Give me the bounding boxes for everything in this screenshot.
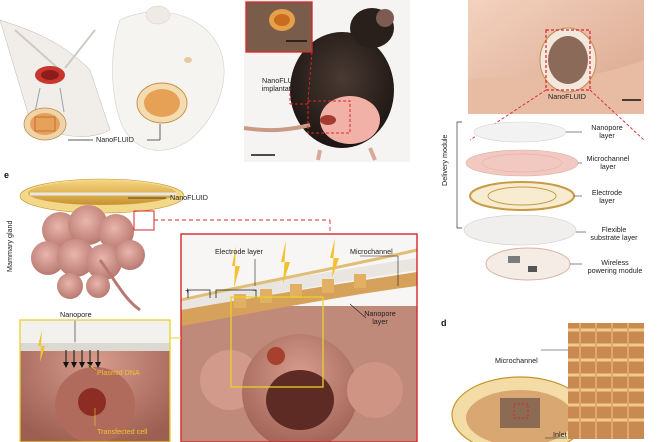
label-delivery-module: Delivery module	[440, 134, 449, 186]
label-microchannel-e: Microchannel	[350, 247, 393, 256]
label-inlet: Inlet	[553, 430, 567, 439]
label-wireless-powering: Wireless powering module	[587, 258, 643, 276]
label-mammary-gland: Mammary gland	[5, 220, 14, 272]
label-nanofluid-top-right: NanoFLUID	[548, 92, 586, 101]
zoom-panel-red	[180, 233, 418, 442]
label-microchannel-d: Microchannel	[495, 356, 538, 365]
label-nanofluid-top-left: NanoFLUID	[96, 135, 134, 144]
finger-photo	[468, 0, 645, 141]
label-plasmid-dna: Plasmid DNA	[97, 368, 140, 377]
label-nanopore: Nanopore	[60, 310, 92, 319]
label-transfected-cell: Transfected cell	[97, 427, 148, 436]
panel-letter-d: d	[441, 318, 447, 328]
exploded-layers	[456, 121, 586, 281]
label-minus: −	[252, 286, 257, 295]
label-nanopore-layer: Nanopore layer	[591, 123, 623, 141]
label-microchannel-layer: Microchannel layer	[586, 154, 630, 172]
zoom-panel-yellow	[19, 319, 181, 442]
label-electrode-layer: Electrode layer	[591, 188, 623, 206]
panel-d-illustration	[451, 323, 644, 442]
label-plus: +	[185, 286, 190, 295]
surgery-illustration	[0, 5, 225, 151]
label-implantation: NanoFLUID implantation	[261, 76, 301, 94]
gland-illustration	[19, 178, 331, 312]
label-electrode-layer-e: Electrode layer	[215, 247, 263, 256]
panel-letter-e: e	[4, 170, 10, 180]
label-nanopore-layer-e: Nanopore layer	[364, 309, 396, 327]
mouse-photo	[243, 0, 410, 162]
label-nanofluid-e: NanoFLUID	[170, 193, 208, 202]
label-flexible-substrate: Flexible substrate layer	[590, 225, 638, 243]
